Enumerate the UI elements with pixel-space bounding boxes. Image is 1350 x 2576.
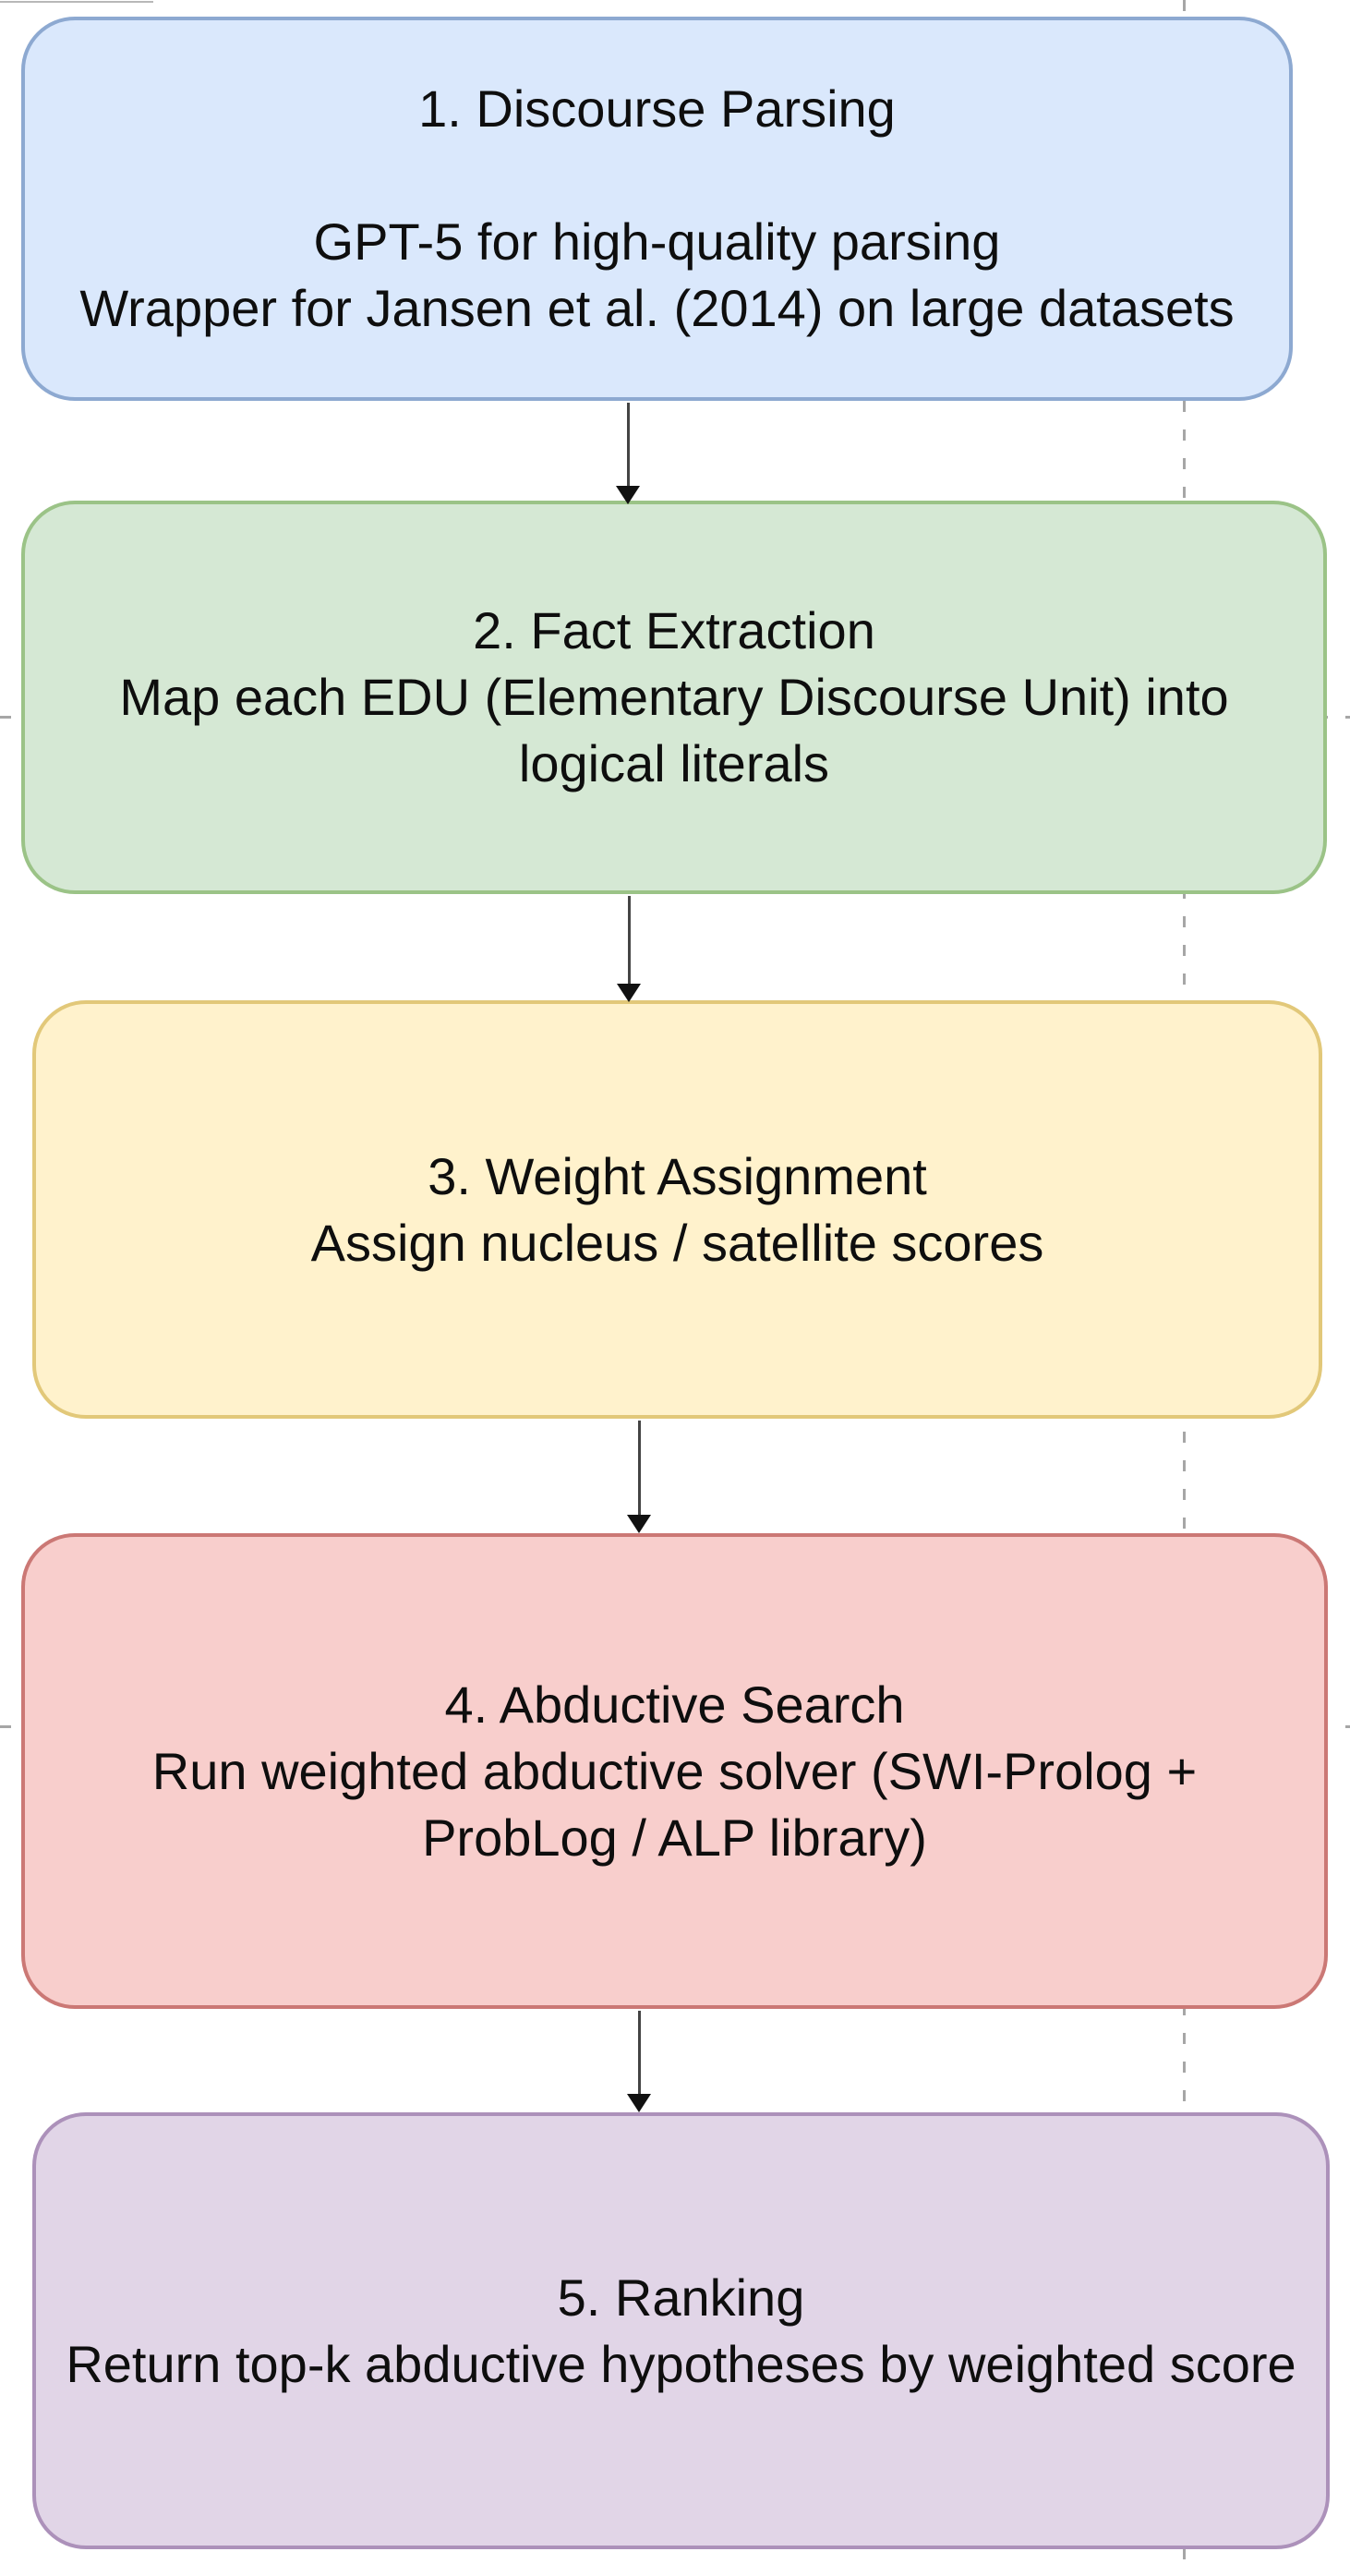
flow-step-abductive-search: 4. Abductive Search Run weighted abducti…	[21, 1533, 1328, 2009]
page-edge-line	[0, 1, 153, 3]
arrow-down-icon	[627, 1515, 651, 1533]
flow-step-ranking: 5. Ranking Return top-k abductive hypoth…	[32, 2112, 1330, 2549]
flow-arrow-2-to-3	[617, 896, 641, 1002]
flow-arrow-4-to-5	[627, 2011, 651, 2112]
step-body: Map each EDU (Elementary Discourse Unit)…	[119, 668, 1229, 792]
step-title: 2. Fact Extraction	[473, 601, 875, 659]
step-body: Assign nucleus / satellite scores	[310, 1213, 1044, 1272]
arrow-down-icon	[616, 486, 640, 504]
flow-arrow-3-to-4	[627, 1421, 651, 1533]
flow-step-discourse-parsing: 1. Discourse Parsing GPT-5 for high-qual…	[21, 17, 1293, 401]
step-body: Run weighted abductive solver (SWI-Prolo…	[151, 1741, 1198, 1867]
step-title: 1. Discourse Parsing	[418, 79, 896, 138]
flow-step-weight-assignment: 3. Weight Assignment Assign nucleus / sa…	[32, 1000, 1322, 1419]
arrow-shaft	[627, 896, 631, 986]
flow-step-fact-extraction: 2. Fact Extraction Map each EDU (Element…	[21, 501, 1327, 894]
arrow-shaft	[637, 1421, 641, 1517]
step-title: 4. Abductive Search	[444, 1675, 905, 1734]
arrow-down-icon	[627, 2094, 651, 2112]
arrow-shaft	[637, 2011, 641, 2096]
flow-arrow-1-to-2	[616, 403, 640, 504]
step-body: GPT-5 for high-quality parsing Wrapper f…	[79, 212, 1235, 337]
step-title: 5. Ranking	[557, 2268, 805, 2327]
arrow-down-icon	[617, 984, 641, 1002]
step-body: Return top-k abductive hypotheses by wei…	[66, 2334, 1296, 2393]
arrow-shaft	[626, 403, 630, 488]
step-title: 3. Weight Assignment	[428, 1146, 927, 1205]
